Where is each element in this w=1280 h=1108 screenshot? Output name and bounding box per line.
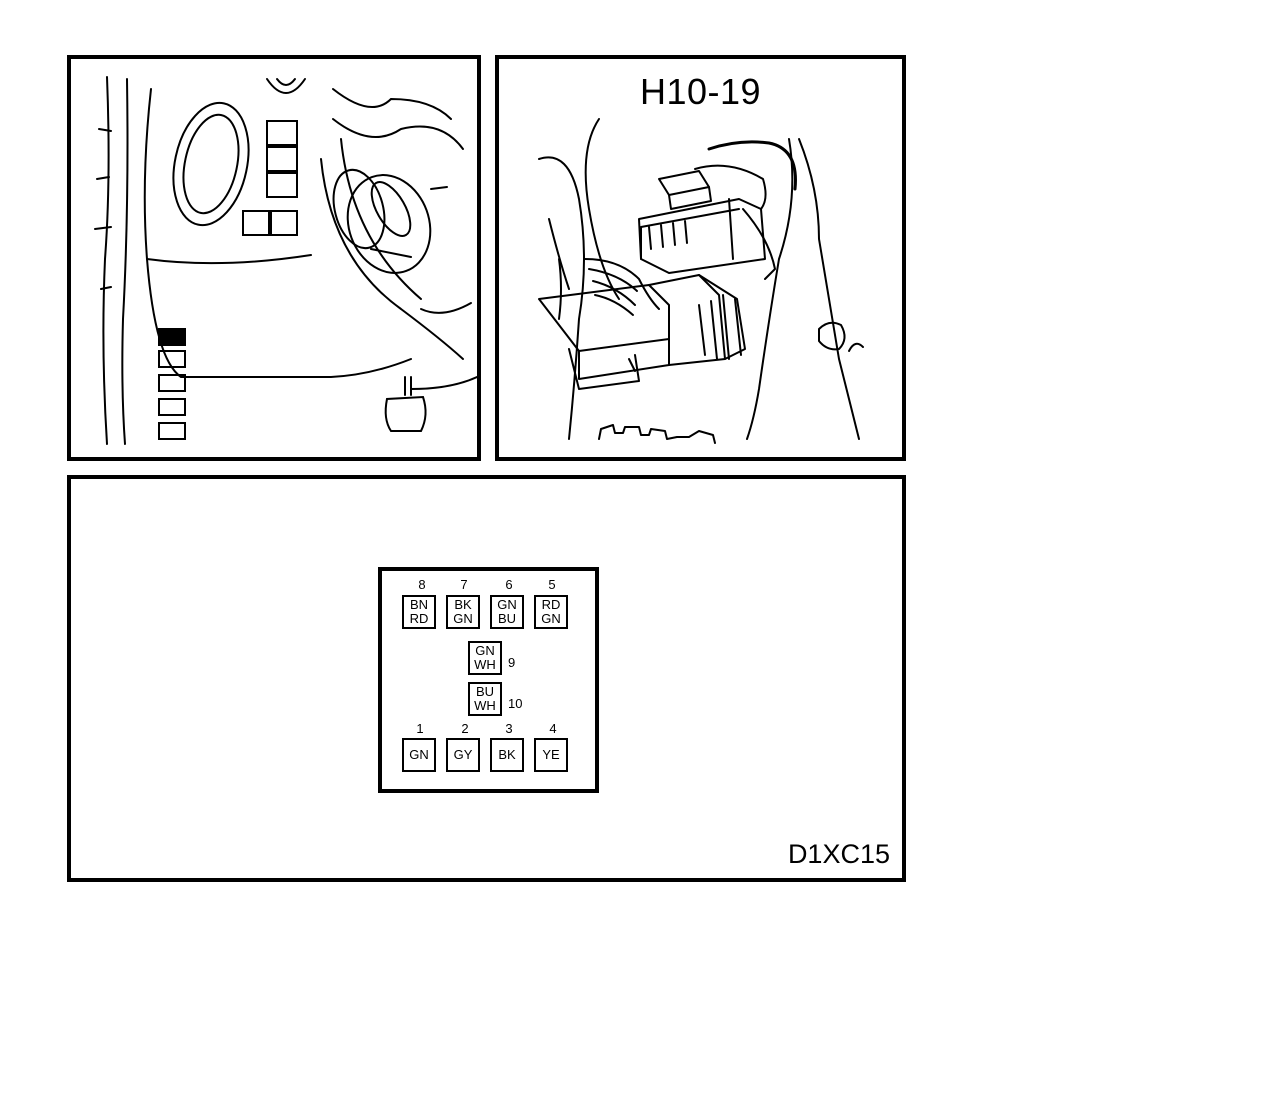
pin-cavity: BN RD: [402, 595, 436, 629]
pin-cavity: YE: [534, 738, 568, 772]
dashboard-location-panel: [67, 55, 481, 461]
pin-number: 9: [508, 655, 516, 670]
wire-color: GN: [409, 747, 429, 762]
wire-color: WH: [474, 657, 496, 672]
pin-number: 1: [416, 721, 424, 736]
pin-cavity: GY: [446, 738, 480, 772]
pin-number: 10: [508, 696, 523, 711]
wire-color: RD: [541, 597, 561, 612]
connector-photo-sketch: [538, 118, 864, 444]
wire-color: BU: [497, 611, 517, 626]
pin-cavity: BK: [490, 738, 524, 772]
wire-color: YE: [542, 747, 560, 762]
wire-color: GN: [453, 611, 473, 626]
pin-number: 5: [548, 577, 556, 592]
pin-cavity: RD GN: [534, 595, 568, 629]
pin-number: 4: [549, 721, 557, 736]
wire-color: RD: [409, 611, 429, 626]
connector-location-panel: H10-19: [495, 55, 906, 461]
pin-number: 2: [461, 721, 469, 736]
dashboard-sketch: [94, 76, 477, 445]
connector-pinout-panel: 8 7 6 5 BN RD BK GN GN BU RD GN GN WH 9 …: [67, 475, 906, 882]
pin-cavity: BK GN: [446, 595, 480, 629]
pin-cavity: GN WH: [468, 641, 502, 675]
wire-color: WH: [474, 698, 496, 713]
pin-number: 6: [505, 577, 513, 592]
pin-cavity: GN BU: [490, 595, 524, 629]
wire-color: BK: [498, 747, 516, 762]
pin-cavity: GN: [402, 738, 436, 772]
wire-color: GY: [453, 747, 473, 762]
pin-number: 7: [460, 577, 468, 592]
wire-color: GN: [475, 643, 495, 658]
pin-number: 8: [418, 577, 426, 592]
pin-number: 3: [505, 721, 513, 736]
wire-color: BU: [475, 684, 495, 699]
wire-color: GN: [541, 611, 561, 626]
wire-color: BK: [454, 597, 472, 612]
wire-color: GN: [497, 597, 517, 612]
diagram-code-label: D1XC15: [787, 839, 890, 869]
connector-id-label: H10-19: [639, 71, 762, 112]
wire-color: BN: [409, 597, 429, 612]
connector-face: 8 7 6 5 BN RD BK GN GN BU RD GN GN WH 9 …: [378, 567, 599, 793]
pin-cavity: BU WH: [468, 682, 502, 716]
